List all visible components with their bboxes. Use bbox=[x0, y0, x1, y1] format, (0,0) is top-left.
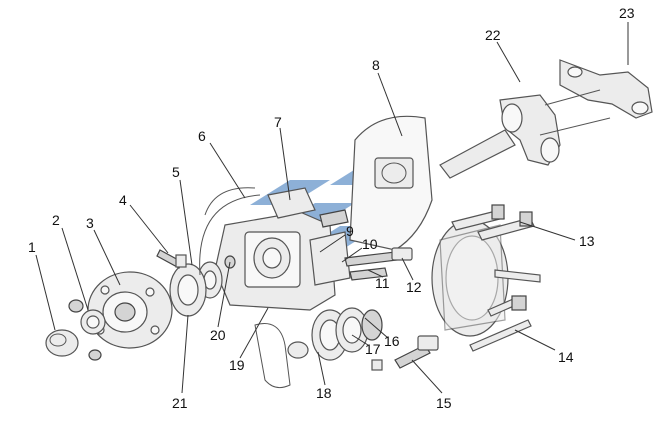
callout-11: 11 bbox=[375, 275, 390, 291]
callout-numbers: 1 2 3 4 5 6 7 8 9 10 11 12 13 14 15 16 1… bbox=[28, 5, 635, 411]
bolt-set-14 bbox=[469, 269, 541, 352]
callout-7: 7 bbox=[274, 114, 282, 130]
seal-bearing-set bbox=[287, 307, 383, 361]
callout-23: 23 bbox=[619, 5, 635, 21]
steering-arm bbox=[559, 59, 653, 119]
gasket-19 bbox=[254, 323, 291, 389]
callout-6: 6 bbox=[198, 128, 206, 144]
small-bolt-15 bbox=[371, 335, 439, 371]
callout-5: 5 bbox=[172, 164, 180, 180]
callout-1: 1 bbox=[28, 239, 36, 255]
callout-14: 14 bbox=[558, 349, 574, 365]
callout-21: 21 bbox=[172, 395, 188, 411]
steering-knuckle bbox=[439, 89, 611, 179]
wheel-hub bbox=[87, 271, 173, 349]
brake-hose-6 bbox=[199, 194, 261, 276]
callout-3: 3 bbox=[86, 215, 94, 231]
callout-2: 2 bbox=[52, 212, 60, 228]
callout-13: 13 bbox=[579, 233, 595, 249]
callout-9: 9 bbox=[346, 223, 354, 239]
hub-carrier bbox=[204, 187, 336, 311]
backing-plate bbox=[349, 115, 433, 251]
bracket-parts bbox=[309, 209, 413, 286]
callout-15: 15 bbox=[436, 395, 452, 411]
callout-22: 22 bbox=[485, 27, 501, 43]
hub-cap-1 bbox=[45, 329, 79, 357]
callout-20: 20 bbox=[210, 327, 226, 343]
lock-nut-2 bbox=[68, 299, 106, 361]
bolt-set-13 bbox=[451, 204, 535, 241]
callout-19: 19 bbox=[229, 357, 245, 373]
callout-12: 12 bbox=[406, 279, 422, 295]
leader-lines bbox=[35, 22, 629, 394]
hub-bearings bbox=[169, 255, 236, 317]
callout-8: 8 bbox=[372, 57, 380, 73]
callout-18: 18 bbox=[316, 385, 332, 401]
brake-drum bbox=[431, 219, 509, 337]
callout-17: 17 bbox=[365, 341, 381, 357]
callout-4: 4 bbox=[119, 192, 127, 208]
stud-4 bbox=[156, 249, 187, 269]
callout-10: 10 bbox=[362, 236, 378, 252]
callout-16: 16 bbox=[384, 333, 400, 349]
